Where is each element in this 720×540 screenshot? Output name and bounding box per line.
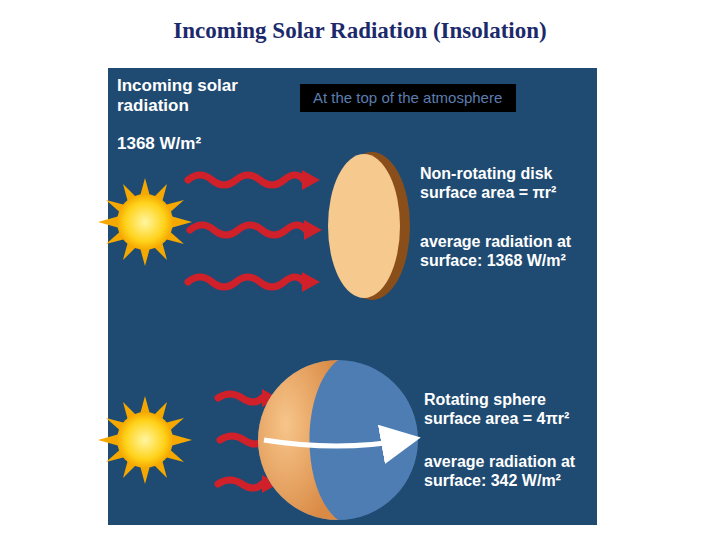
sun-bottom — [98, 396, 192, 484]
sphere-area-label: Rotating sphere surface area = 4πr² — [424, 390, 592, 428]
disk-area-label: Non-rotating disk surface area = πr² — [420, 164, 592, 202]
disk-radiation-label: average radiation at surface: 1368 W/m² — [420, 232, 592, 270]
panel-ground — [108, 68, 597, 525]
flux-value: 1368 W/m² — [117, 134, 267, 154]
atmosphere-note: At the top of the atmosphere — [300, 84, 516, 112]
note-text: At the top of the atmosphere — [313, 89, 502, 107]
sphere-radiation-label: average radiation at surface: 342 W/m² — [424, 452, 592, 490]
diagram-title: Incoming Solar Radiation (Insolation) — [0, 18, 720, 44]
non-rotating-disk — [328, 152, 410, 300]
sun-top — [98, 178, 192, 266]
rotating-sphere — [258, 360, 418, 520]
panel-heading: Incoming solar radiation — [117, 76, 267, 116]
